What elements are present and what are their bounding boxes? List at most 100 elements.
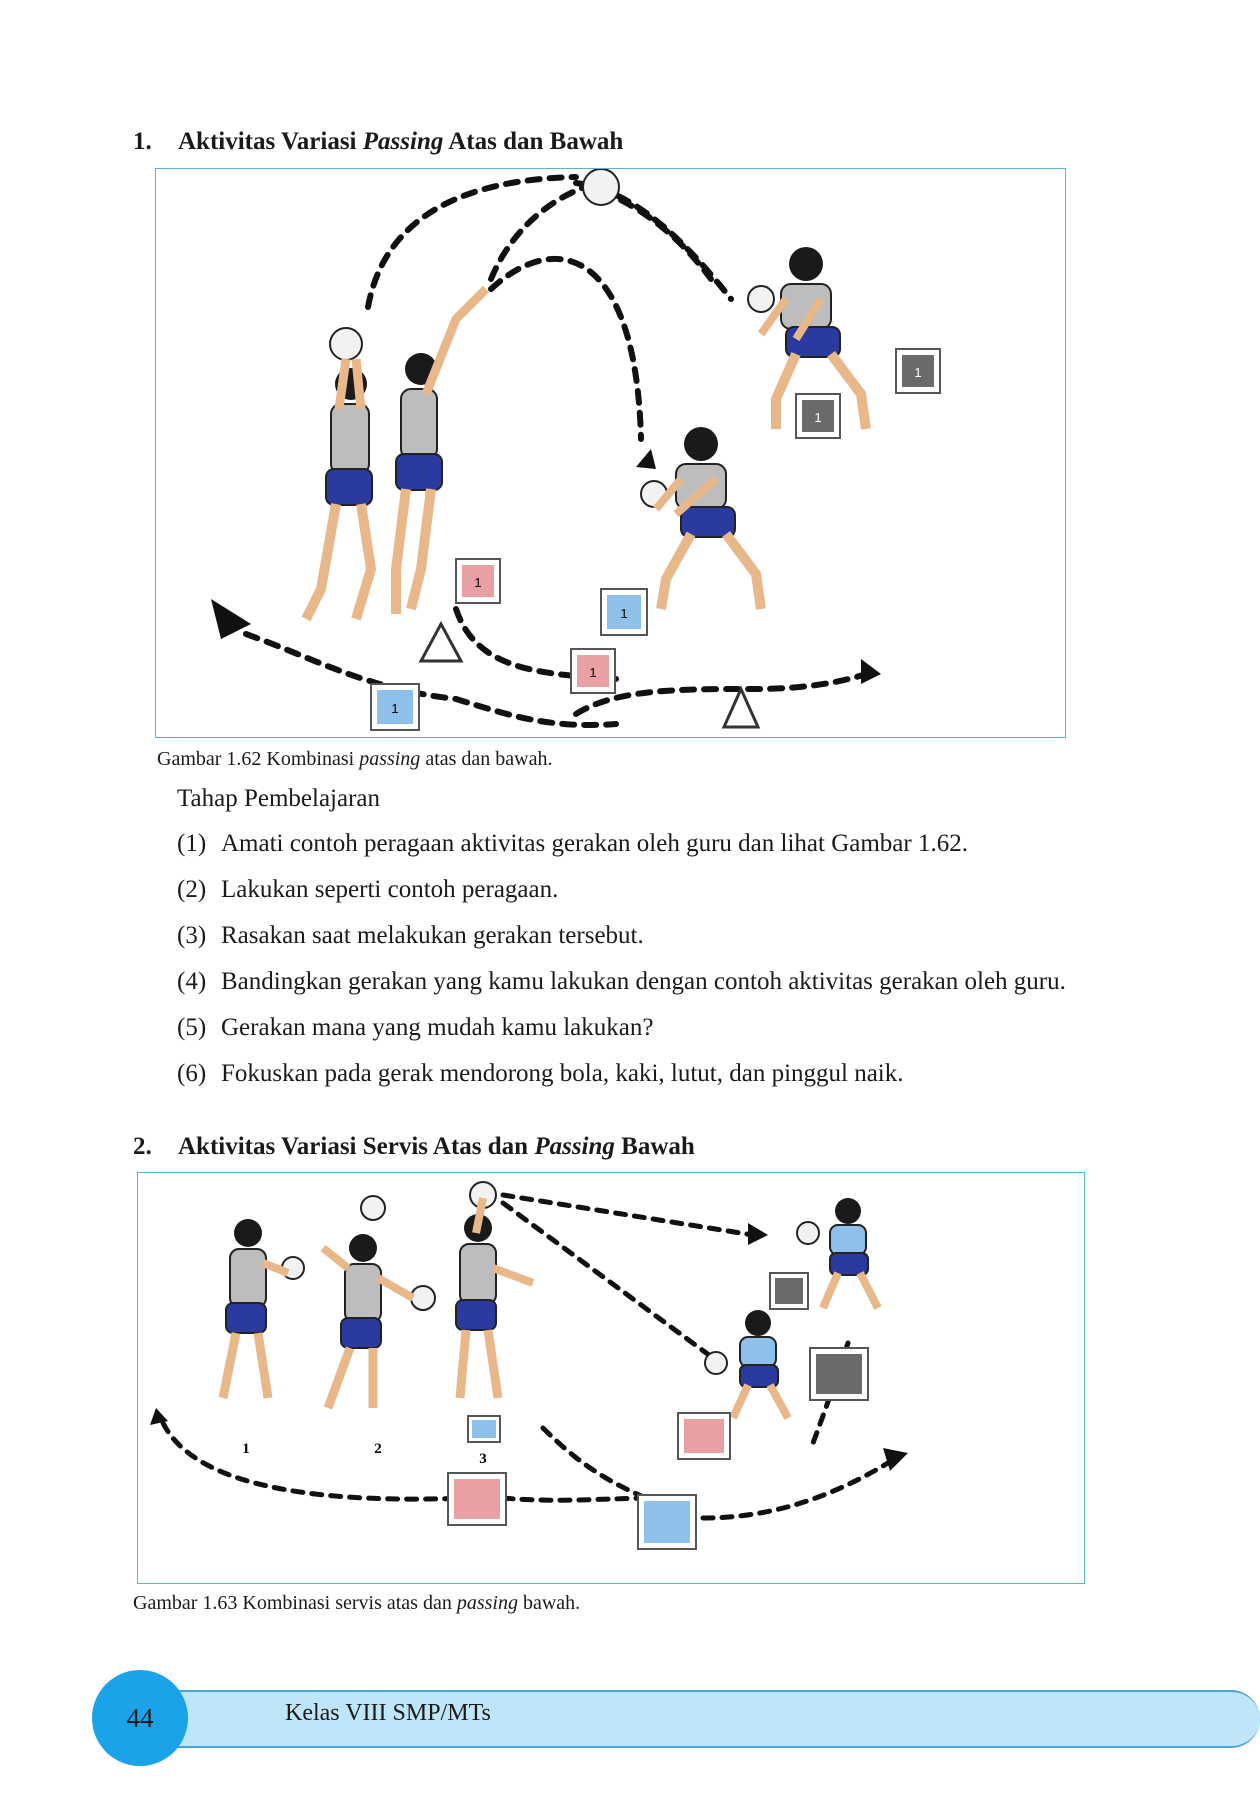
arrow-head — [883, 1448, 908, 1471]
arrow-head — [861, 659, 881, 684]
section-2-title-part: Bawah — [614, 1133, 695, 1160]
step-number: (5) — [177, 1014, 207, 1041]
step-label: 3 — [479, 1451, 487, 1467]
section-2-heading: 2. Aktivitas Variasi Servis Atas dan Pass… — [133, 1133, 695, 1161]
step-text: Rasakan saat melakukan gerakan tersebut. — [221, 922, 644, 949]
pink-marker: 1 — [570, 648, 616, 694]
cone-marker — [418, 620, 464, 663]
ball-path — [365, 174, 579, 310]
caption-italic: passing — [359, 748, 421, 770]
section-1-heading: 1. Aktivitas Variasi Passing Atas dan Baw… — [133, 128, 623, 156]
svg-text:1: 1 — [814, 410, 821, 425]
step-number: (1) — [177, 830, 207, 857]
figure-1-63-illustration: 1 2 3 — [150, 1181, 908, 1550]
page-number-badge: 44 — [92, 1670, 188, 1766]
ball-path — [598, 188, 714, 282]
arrow-head — [211, 599, 251, 639]
learning-steps-section: Tahap Pembelajaran (1) Amati contoh perag… — [177, 785, 1085, 1103]
arrow-head — [636, 449, 656, 469]
player-figure — [320, 1234, 415, 1410]
step-number: (6) — [177, 1060, 207, 1087]
section-2-number: 2. — [133, 1133, 152, 1160]
section-1-title-part: Atas dan Bawah — [443, 128, 624, 155]
cone-marker — [721, 685, 761, 729]
ball — [796, 1221, 820, 1245]
gray-marker: 1 — [895, 348, 941, 394]
caption-part: Gambar 1.62 Kombinasi — [157, 748, 360, 770]
list-item: (5) Gerakan mana yang mudah kamu lakukan? — [177, 1011, 1085, 1045]
ball-path — [488, 255, 644, 442]
step-number: (2) — [177, 876, 207, 903]
player-figure — [218, 1219, 290, 1399]
ball — [747, 285, 775, 313]
svg-text:1: 1 — [474, 575, 481, 590]
caption-part: atas dan bawah. — [420, 748, 553, 770]
arrow-head — [748, 1223, 768, 1245]
step-text: Fokuskan pada gerak mendorong bola, kaki… — [221, 1060, 904, 1087]
gray-marker — [809, 1347, 869, 1401]
svg-text:1: 1 — [391, 701, 398, 716]
movement-path — [500, 1495, 661, 1503]
blue-marker: 1 — [370, 683, 420, 731]
ball — [329, 327, 363, 361]
movement-path — [573, 671, 869, 717]
step-number: (3) — [177, 922, 207, 949]
section-1-number: 1. — [133, 128, 152, 155]
gray-marker: 1 — [795, 393, 841, 439]
figure-1-63: 1 2 3 — [137, 1172, 1085, 1584]
page-number: 44 — [126, 1702, 154, 1733]
svg-text:1: 1 — [589, 665, 596, 680]
player-figure — [455, 1197, 535, 1399]
learning-steps-list: (1) Amati contoh peragaan aktivitas gerak… — [177, 827, 1085, 1091]
blue-marker: 1 — [600, 588, 648, 636]
step-text: Gerakan mana yang mudah kamu lakukan? — [221, 1014, 654, 1041]
learning-label: Tahap Pembelajaran — [177, 785, 381, 812]
player-figure — [729, 1310, 792, 1420]
movement-path — [243, 631, 619, 728]
caption-part: bawah. — [517, 1592, 581, 1614]
step-text: Bandingkan gerakan yang kamu lakukan den… — [221, 968, 1066, 995]
figure-1-62: 1 1 1 1 1 1 — [155, 168, 1066, 738]
step-label: 1 — [242, 1441, 250, 1457]
section-1-title-part: Aktivitas Variasi — [178, 128, 363, 155]
ball — [360, 1195, 386, 1221]
pink-marker — [677, 1412, 731, 1460]
section-2-title-part: Aktivitas Variasi Servis Atas dan — [178, 1133, 535, 1160]
ball — [704, 1351, 728, 1375]
section-1-title-italic: Passing — [362, 128, 444, 155]
svg-text:1: 1 — [914, 365, 921, 380]
player-figure — [757, 247, 871, 430]
footer-book-title: Kelas VIII SMP/MTs — [285, 1700, 491, 1726]
step-text: Lakukan seperti contoh peragaan. — [221, 876, 559, 903]
movement-path — [540, 1425, 661, 1506]
svg-text:1: 1 — [620, 606, 627, 621]
movement-path — [700, 1460, 891, 1521]
figure-1-62-illustration: 1 1 1 1 1 1 — [211, 169, 941, 731]
blue-marker — [467, 1415, 501, 1443]
step-text: Amati contoh peragaan aktivitas gerakan … — [221, 830, 968, 857]
list-item: (2) Lakukan seperti contoh peragaan. — [177, 873, 1085, 907]
ball-path — [500, 1200, 716, 1361]
ball — [582, 169, 620, 206]
ball-path — [500, 1192, 756, 1238]
arrow-head — [150, 1408, 168, 1425]
step-number: (4) — [177, 968, 207, 995]
list-item: (1) Amati contoh peragaan aktivitas gerak… — [177, 827, 1085, 861]
step-label: 2 — [374, 1441, 382, 1457]
section-2-title-italic: Passing — [534, 1133, 615, 1160]
footer-bar — [150, 1690, 1260, 1748]
player-figure — [652, 427, 766, 610]
player-figure — [301, 358, 377, 622]
pink-marker: 1 — [455, 558, 501, 604]
movement-path — [160, 1420, 471, 1502]
player-figure — [819, 1198, 882, 1310]
caption-italic: passing — [456, 1592, 518, 1614]
player-figure — [391, 285, 490, 614]
blue-marker — [637, 1494, 697, 1550]
figure-1-63-caption: Gambar 1.63 Kombinasi servis atas dan pa… — [133, 1592, 580, 1615]
list-item: (3) Rasakan saat melakukan gerakan terseb… — [177, 919, 1085, 953]
ball — [410, 1285, 436, 1311]
list-item: (6) Fokuskan pada gerak mendorong bola, k… — [177, 1057, 1085, 1091]
gray-marker — [769, 1272, 809, 1310]
caption-part: Gambar 1.63 Kombinasi servis atas dan — [133, 1592, 457, 1614]
